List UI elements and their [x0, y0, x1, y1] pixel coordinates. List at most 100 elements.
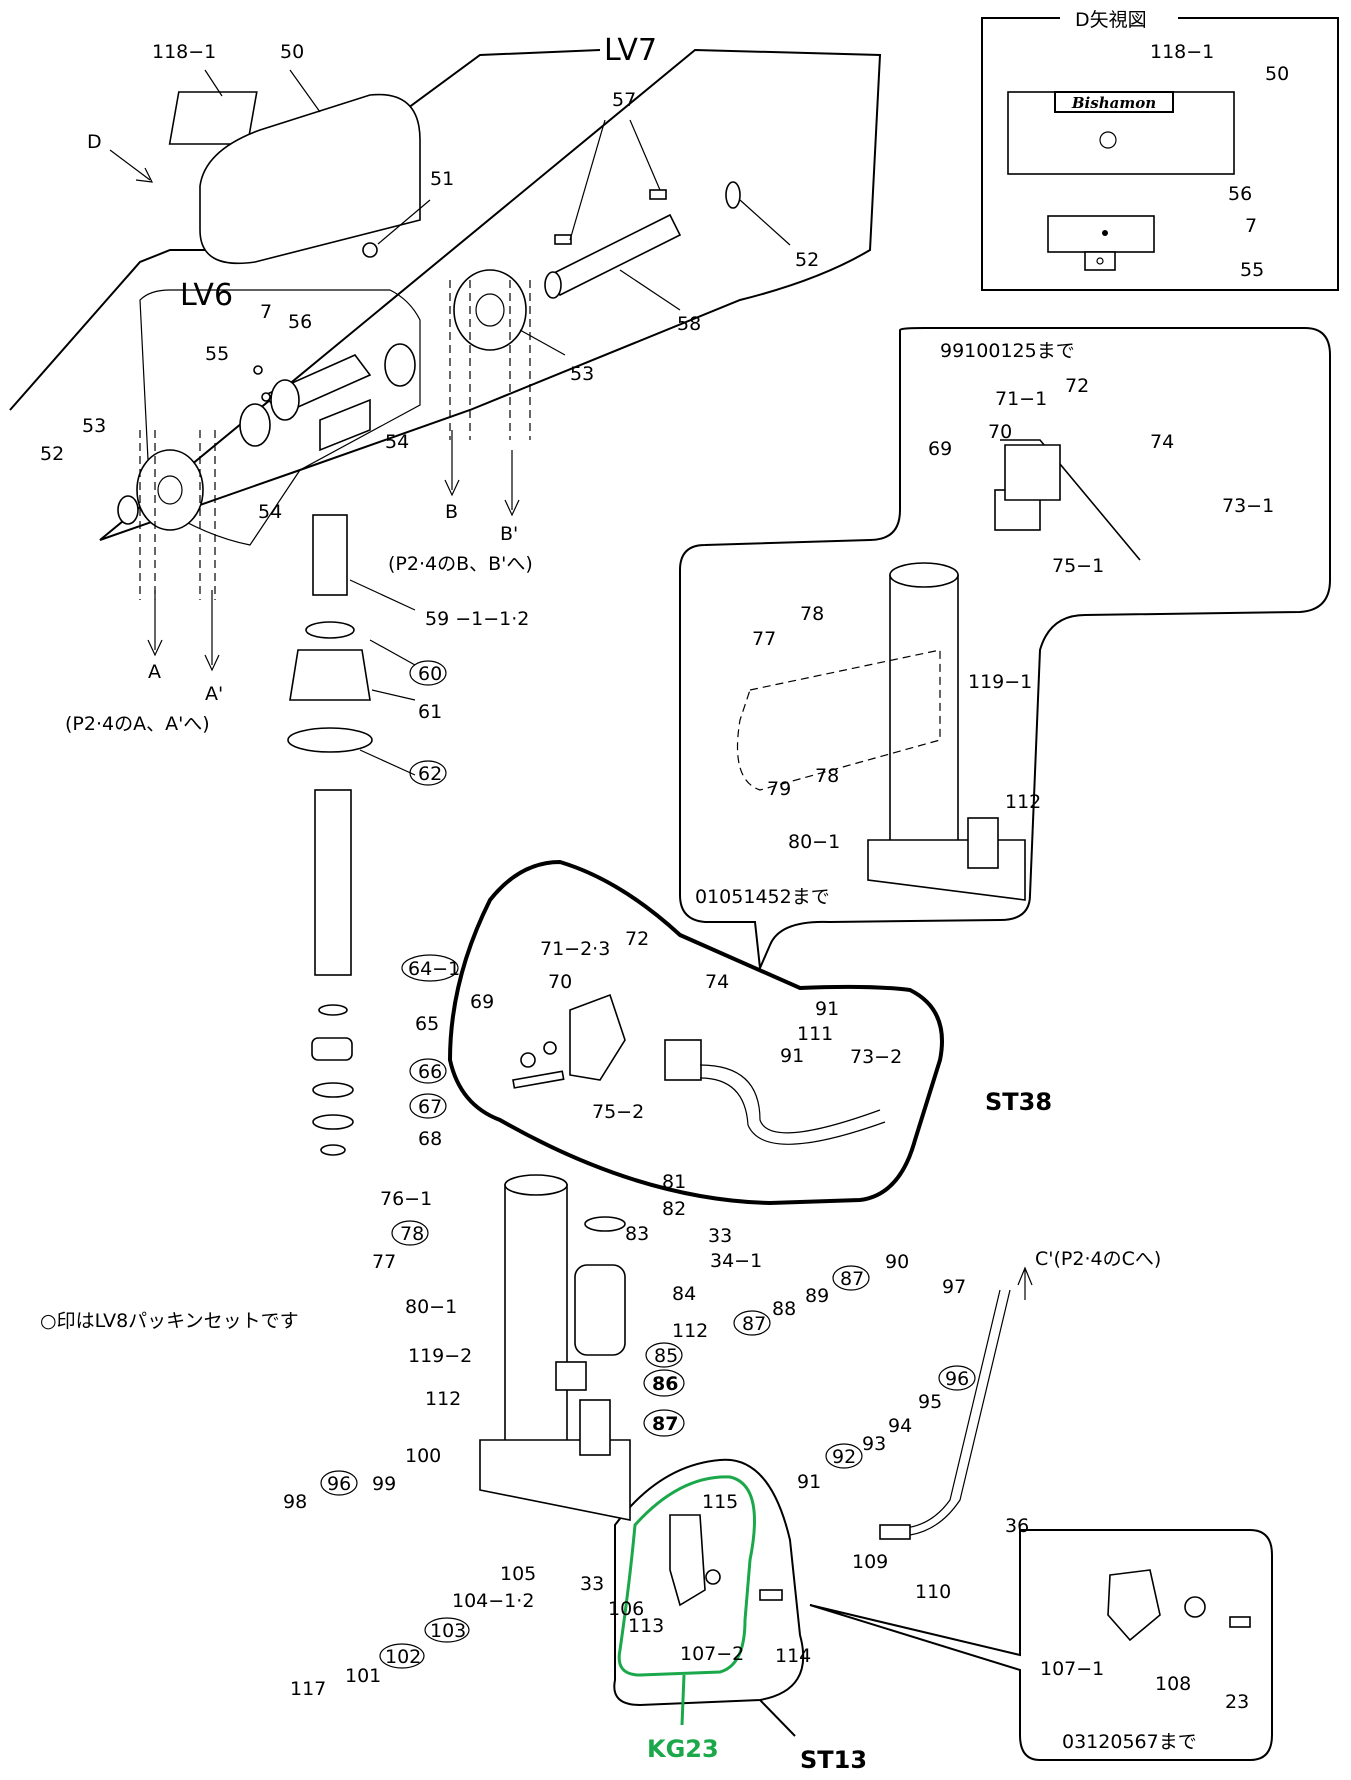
arrow-a-prime: [204, 590, 220, 672]
part-label: 107−1: [1040, 1658, 1104, 1680]
packing-set-note: ○印はLV8パッキンセットです: [40, 1310, 299, 1332]
part-label: 53: [570, 363, 594, 385]
part-label: 33: [580, 1573, 604, 1595]
part-label: 94: [888, 1415, 912, 1437]
cylinder-99100125: [889, 574, 959, 846]
part-label: 87: [652, 1413, 678, 1435]
part-label: 93: [862, 1433, 886, 1455]
bracket-71-2: [569, 993, 626, 1081]
st38-boundary: [447, 859, 944, 1206]
part-label: 70: [988, 421, 1012, 443]
part-label: 83: [625, 1223, 649, 1245]
shaft-58: [548, 213, 682, 297]
part-label: 69: [470, 991, 494, 1013]
part-label: 71−1: [995, 388, 1047, 410]
rod-59: [312, 514, 348, 596]
seal-65: [311, 1037, 353, 1061]
part-label: 119−2: [408, 1345, 472, 1367]
part-labels: 118−1 50 51 57 52 58 53 7 55 56 54 54 53…: [40, 41, 1289, 1713]
arrow-b-label: B: [445, 501, 458, 523]
st13-boundary: [613, 1458, 805, 1707]
part-label: 118−1: [152, 41, 216, 63]
part-label: 103: [430, 1620, 466, 1642]
part-label: 109: [852, 1551, 888, 1573]
part-label: 68: [418, 1128, 442, 1150]
cable-36: [909, 1289, 1011, 1536]
part-label: 57: [612, 89, 636, 111]
arrow-d: [109, 149, 154, 183]
part-label: 96: [945, 1368, 969, 1390]
sprocket-53-lv7: [453, 269, 527, 351]
cylinder-80-1: [504, 1184, 568, 1458]
group-03120567-label: 03120567まで: [1062, 1731, 1197, 1753]
part-label: 50: [1265, 63, 1289, 85]
part-label: 78: [800, 603, 824, 625]
arrow-d-label: D: [87, 131, 102, 153]
ref-c-note: C'(P2·4のCへ): [1035, 1248, 1161, 1270]
st13-label: ST13: [800, 1746, 867, 1774]
part-label: 79: [767, 778, 791, 800]
part-label: 100: [405, 1445, 441, 1467]
group-03120567-boundary: [809, 1529, 1273, 1761]
part-label: 66: [418, 1061, 442, 1083]
part-label: 102: [385, 1646, 421, 1668]
arrow-b: [444, 430, 460, 497]
bracket-107-1: [1107, 1569, 1161, 1642]
part-label: 87: [742, 1313, 766, 1335]
part-label: 87: [840, 1268, 864, 1290]
part-label: 101: [345, 1665, 381, 1687]
cover-50: [199, 93, 421, 265]
group-lv6-label: LV6: [180, 278, 233, 313]
group-99100125-label: 99100125まで: [940, 340, 1075, 362]
part-label: 65: [415, 1013, 439, 1035]
part-label: 112: [425, 1388, 461, 1410]
part-label: 59 −1−1·2: [425, 608, 529, 630]
part-label: 97: [942, 1276, 966, 1298]
part-label: 80−1: [788, 831, 840, 853]
arrow-a-prime-label: A': [205, 683, 223, 705]
part-label: 56: [1228, 183, 1252, 205]
lv7-boundary: [9, 48, 882, 541]
part-label: 74: [705, 971, 729, 993]
part-label: 75−2: [592, 1101, 644, 1123]
packing-circles: [320, 660, 976, 1669]
part-label: 7: [260, 301, 272, 323]
part-label: 84: [672, 1283, 696, 1305]
part-label: 72: [625, 928, 649, 950]
part-label: 53: [82, 415, 106, 437]
part-label: 55: [1240, 259, 1264, 281]
ref-a-note: (P2·4のA、A'へ): [65, 713, 210, 735]
part-label: 105: [500, 1563, 536, 1585]
part-label: 80−1: [405, 1296, 457, 1318]
part-label: 52: [795, 249, 819, 271]
part-label: 76−1: [380, 1188, 432, 1210]
group-01051452-label: 01051452まで: [695, 886, 830, 908]
part-label: 23: [1225, 1691, 1249, 1713]
part-label: 55: [205, 343, 229, 365]
part-label: 118−1: [1150, 41, 1214, 63]
part-label: 7: [1245, 215, 1257, 237]
view-d-title: D矢視図: [1075, 9, 1147, 31]
part-label: 99: [372, 1473, 396, 1495]
spring-84: [574, 1264, 626, 1356]
part-label: 92: [832, 1446, 856, 1468]
bracket-107-2: [669, 1514, 706, 1607]
piston-rod: [314, 789, 352, 976]
part-label: 114: [775, 1645, 811, 1667]
part-label: 88: [772, 1298, 796, 1320]
part-label: 108: [1155, 1673, 1191, 1695]
part-label: 86: [652, 1373, 678, 1395]
part-label: 77: [752, 628, 776, 650]
group-99100125-boundary: [679, 327, 1331, 972]
part-label: 51: [430, 168, 454, 190]
part-label: 70: [548, 971, 572, 993]
part-label: 74: [1150, 431, 1174, 453]
part-label: 61: [418, 701, 442, 723]
part-label: 78: [400, 1223, 424, 1245]
part-label: 62: [418, 763, 442, 785]
part-label: 73−1: [1222, 495, 1274, 517]
part-label: 96: [327, 1473, 351, 1495]
kg23-boundary: [617, 1475, 756, 1677]
part-label: 52: [40, 443, 64, 465]
